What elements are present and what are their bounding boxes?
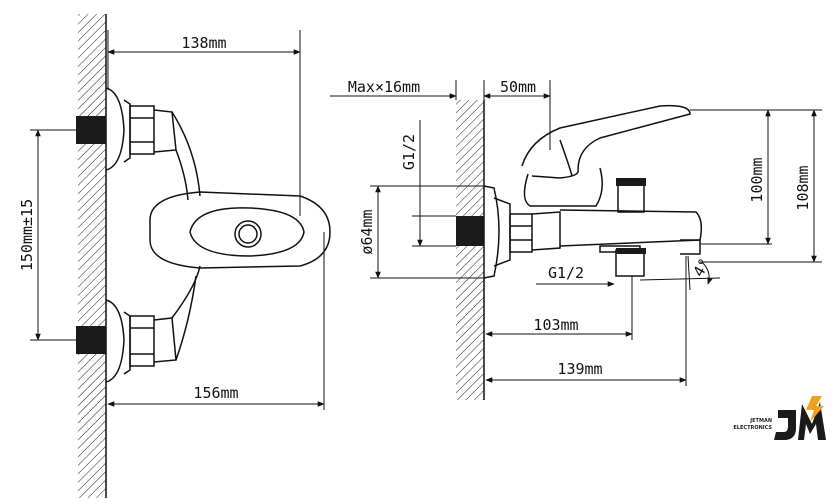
- dim-side-top: Max×16mm 50mm: [330, 78, 551, 150]
- side-wall-hatch: [456, 100, 484, 400]
- side-escutcheon: [483, 185, 533, 279]
- logo-bolt-icon: [806, 396, 824, 422]
- dim-label-139: 139mm: [557, 360, 602, 378]
- dim-label-150: 150mm±15: [18, 199, 36, 271]
- mixer-body-side: [521, 104, 703, 277]
- dim-inlet-spacing: 150mm±15: [18, 129, 76, 341]
- side-view: Max×16mm 50mm G1/2 ø64mm G1/2 103mm: [330, 78, 822, 400]
- dim-inlet-thread: G1/2: [400, 120, 456, 247]
- logo-line1: JETMAN: [749, 418, 772, 424]
- dim-label-156: 156mm: [193, 384, 238, 402]
- dim-label-138: 138mm: [181, 34, 226, 52]
- dim-label-max16: Max×16mm: [348, 78, 420, 96]
- dim-label-50: 50mm: [500, 78, 536, 96]
- bottom-connector: [105, 299, 177, 383]
- dim-label-4deg: 4°: [689, 255, 714, 280]
- dim-label-103: 103mm: [533, 316, 578, 334]
- brand-logo: JETMAN ELECTRONICS: [733, 396, 826, 440]
- dim-label-d64: ø64mm: [358, 209, 376, 254]
- dim-tilt-angle: 4°: [639, 255, 721, 291]
- bottom-inlet-stub: [76, 326, 106, 354]
- dim-label-g12-outlet: G1/2: [548, 264, 584, 282]
- top-connector: [105, 87, 177, 171]
- dim-outlet-thread: G1/2: [536, 264, 615, 287]
- logo-line2: ELECTRONICS: [733, 425, 772, 431]
- top-inlet-stub: [76, 116, 106, 144]
- dim-label-108: 108mm: [794, 165, 812, 210]
- dim-outlet-distance: 103mm: [485, 276, 633, 340]
- dim-front-top-width: 138mm: [107, 30, 301, 216]
- dim-total-length: 139mm: [485, 256, 687, 386]
- dim-side-heights: 100mm 108mm: [690, 109, 822, 263]
- mixer-body-front: [149, 111, 331, 361]
- front-wall-hatch: [78, 14, 106, 498]
- front-view: 138mm 156mm 150mm±15: [18, 14, 331, 498]
- dim-label-g12-inlet: G1/2: [400, 134, 418, 170]
- side-inlet-stub: [456, 216, 484, 246]
- dim-front-bottom-width: 156mm: [107, 232, 325, 410]
- dim-body-diameter: ø64mm: [358, 185, 484, 279]
- dim-label-100: 100mm: [748, 157, 766, 202]
- logo-j-mark: [774, 410, 796, 440]
